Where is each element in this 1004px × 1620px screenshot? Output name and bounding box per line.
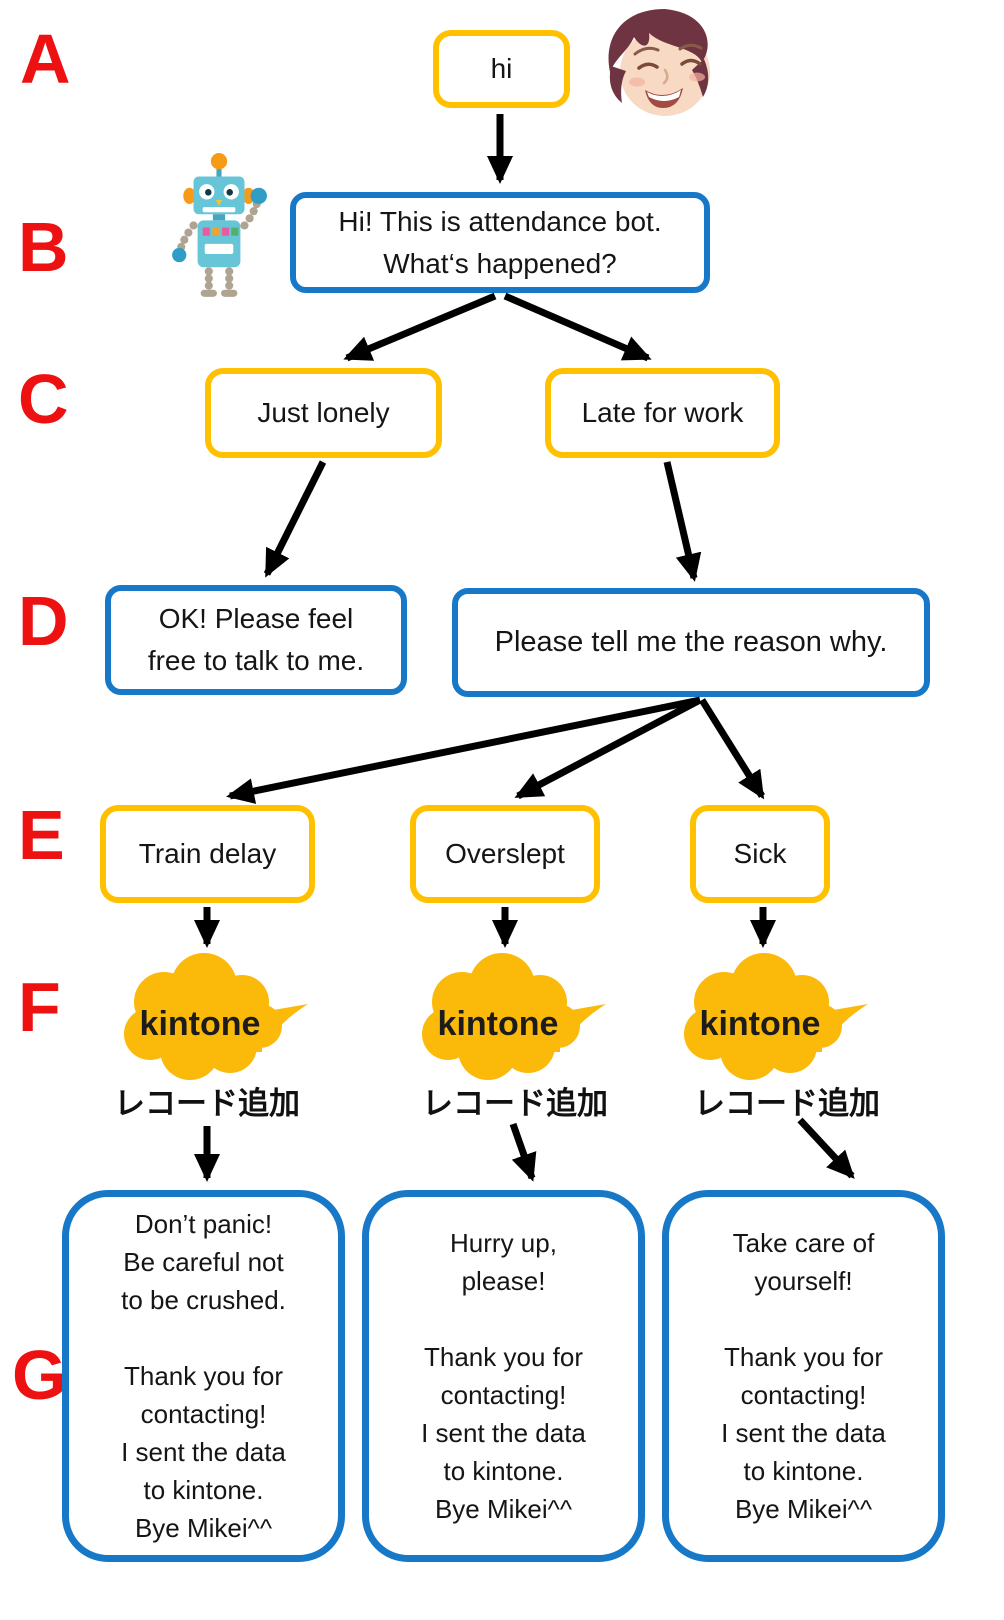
node-final-message-sick: Take care of yourself! Thank you for con… [662, 1190, 945, 1562]
row-label-g: G [12, 1336, 67, 1414]
record-add-label: レコード追加 [114, 1086, 300, 1121]
node-option-late-for-work: Late for work [545, 368, 780, 458]
row-label-c: C [18, 360, 69, 438]
final-message-line: to kintone. [443, 1456, 564, 1486]
flow-arrow [343, 292, 497, 362]
final-message-line: contacting! [440, 1380, 567, 1410]
bot-greeting-line1: Hi! This is attendance bot. [338, 205, 662, 237]
final-message-line [73, 1319, 334, 1357]
node-bot-tell-reason: Please tell me the reason why. [452, 588, 930, 697]
option-sick-label: Sick [733, 838, 787, 869]
final-message-line: yourself! [754, 1266, 853, 1296]
final-message-line [373, 1300, 634, 1338]
final-message-line: Thank you for [724, 1342, 883, 1372]
flow-arrow [509, 1122, 537, 1182]
option-train-delay-label: Train delay [138, 838, 277, 869]
option-just-lonely-label: Just lonely [257, 397, 390, 428]
node-option-overslept: Overslept [410, 805, 600, 903]
node-option-just-lonely: Just lonely [205, 368, 442, 458]
final-message-line: I sent the data [121, 1437, 286, 1467]
row-label-e: E [18, 796, 65, 874]
robot-icon [172, 153, 267, 297]
node-final-message-overslept: Hurry up, please! Thank you for contacti… [362, 1190, 645, 1562]
kintone-logo-text: kintone [700, 1005, 821, 1043]
node-user-hi-label: hi [490, 53, 513, 84]
bot-greeting-line2: What‘s happened? [383, 247, 617, 279]
flow-arrow [663, 461, 702, 582]
node-bot-ok-feel-free: OK! Please feel free to talk to me. [105, 585, 407, 695]
final-message-line: to kintone. [143, 1475, 264, 1505]
node-user-hi: hi [433, 30, 570, 108]
option-overslept-label: Overslept [445, 838, 565, 869]
final-message-line: Thank you for [424, 1342, 583, 1372]
option-late-for-work-label: Late for work [581, 397, 744, 428]
final-message-line: Bye Mikei^^ [434, 1494, 573, 1524]
final-message-line: Bye Mikei^^ [734, 1494, 873, 1524]
row-label-d: D [18, 582, 69, 660]
kintone-cloud-icon: kintone [422, 953, 606, 1080]
node-final-message-train-delay: Don’t panic! Be careful not to be crushe… [62, 1190, 345, 1562]
bot-ok-line1: OK! Please feel [158, 603, 354, 634]
kintone-logo-text: kintone [140, 1005, 261, 1043]
flow-arrow [226, 696, 701, 804]
final-message-line: to kintone. [743, 1456, 864, 1486]
bot-ok-line2: free to talk to me. [147, 645, 365, 676]
final-message-line: I sent the data [721, 1418, 886, 1448]
bot-tell-reason-label: Please tell me the reason why. [494, 625, 888, 658]
final-message-line: Bye Mikei^^ [134, 1513, 273, 1543]
final-message-line [673, 1300, 934, 1338]
record-add-label: レコード追加 [694, 1086, 880, 1121]
node-option-train-delay: Train delay [100, 805, 315, 903]
final-message-line: Don’t panic! [134, 1209, 273, 1239]
flow-arrow [514, 696, 702, 800]
kintone-logo-text: kintone [438, 1005, 559, 1043]
row-label-f: F [18, 968, 61, 1046]
final-message-line: contacting! [140, 1399, 267, 1429]
kintone-cloud-icon: kintone [684, 953, 868, 1080]
flow-arrow [797, 1117, 855, 1179]
final-message-line: to be crushed. [121, 1285, 286, 1315]
row-label-b: B [18, 208, 69, 286]
flow-arrow [503, 292, 652, 362]
final-message-line: please! [461, 1266, 546, 1296]
record-add-label: レコード追加 [422, 1086, 608, 1121]
row-label-a: A [20, 20, 71, 98]
node-option-sick: Sick [690, 805, 830, 903]
final-message-line: I sent the data [421, 1418, 586, 1448]
final-message-line: Thank you for [124, 1361, 283, 1391]
final-message-line: contacting! [740, 1380, 867, 1410]
final-message-line: Be careful not [123, 1247, 284, 1277]
flow-arrow [699, 698, 765, 800]
final-message-line: Take care of [732, 1228, 875, 1258]
kintone-cloud-icon: kintone [124, 953, 308, 1080]
winking-person-avatar [608, 9, 710, 116]
flow-arrow [263, 460, 327, 578]
node-bot-greeting: Hi! This is attendance bot. What‘s happe… [290, 192, 710, 293]
final-message-line: Hurry up, [450, 1228, 557, 1258]
